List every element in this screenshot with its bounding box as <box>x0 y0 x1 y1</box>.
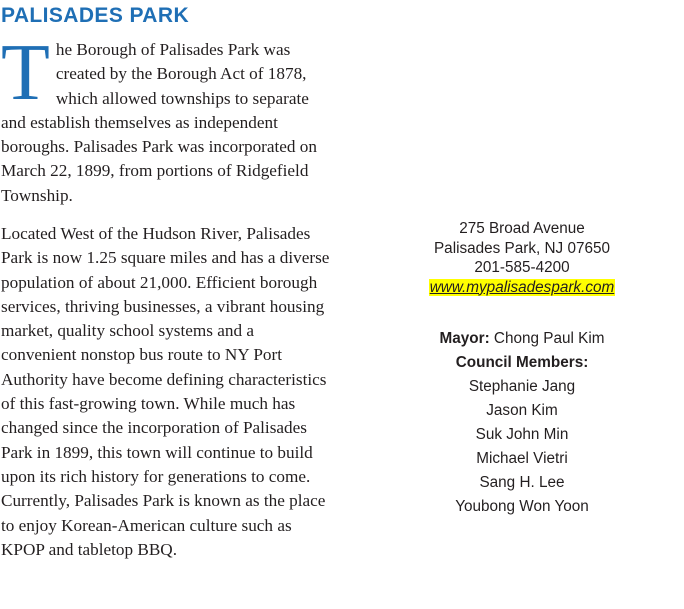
mayor-label: Mayor: <box>439 330 490 347</box>
council-member-list: Stephanie Jang Jason Kim Suk John Min Mi… <box>392 375 652 519</box>
council-member: Jason Kim <box>486 402 558 419</box>
mayor-name: Chong Paul Kim <box>493 330 605 347</box>
drop-cap: T <box>1 29 50 117</box>
council-member: Sang H. Lee <box>479 474 565 491</box>
officials-section: Mayor: Chong Paul Kim Council Members: S… <box>392 327 652 519</box>
address-line-2: Palisades Park, NJ 07650 <box>433 239 610 257</box>
council-member: Youbong Won Yoon <box>455 498 589 515</box>
paragraph-1-text: he Borough of Palisades Park was created… <box>1 40 317 205</box>
page-title: PALISADES PARK <box>1 4 190 27</box>
website-link[interactable]: www.mypalisadespark.com <box>428 278 616 296</box>
address-line-1: 275 Broad Avenue <box>459 220 585 237</box>
council-member: Michael Vietri <box>476 450 568 467</box>
council-label: Council Members: <box>455 354 589 371</box>
council-member: Suk John Min <box>475 426 569 443</box>
article-paragraph-2: Located West of the Hudson River, Palisa… <box>1 224 330 559</box>
mayor-row: Mayor: Chong Paul Kim <box>392 327 652 351</box>
phone-number: 201-585-4200 <box>474 259 570 276</box>
contact-info: 275 Broad Avenue Palisades Park, NJ 0765… <box>392 219 652 297</box>
council-member: Stephanie Jang <box>468 378 576 395</box>
